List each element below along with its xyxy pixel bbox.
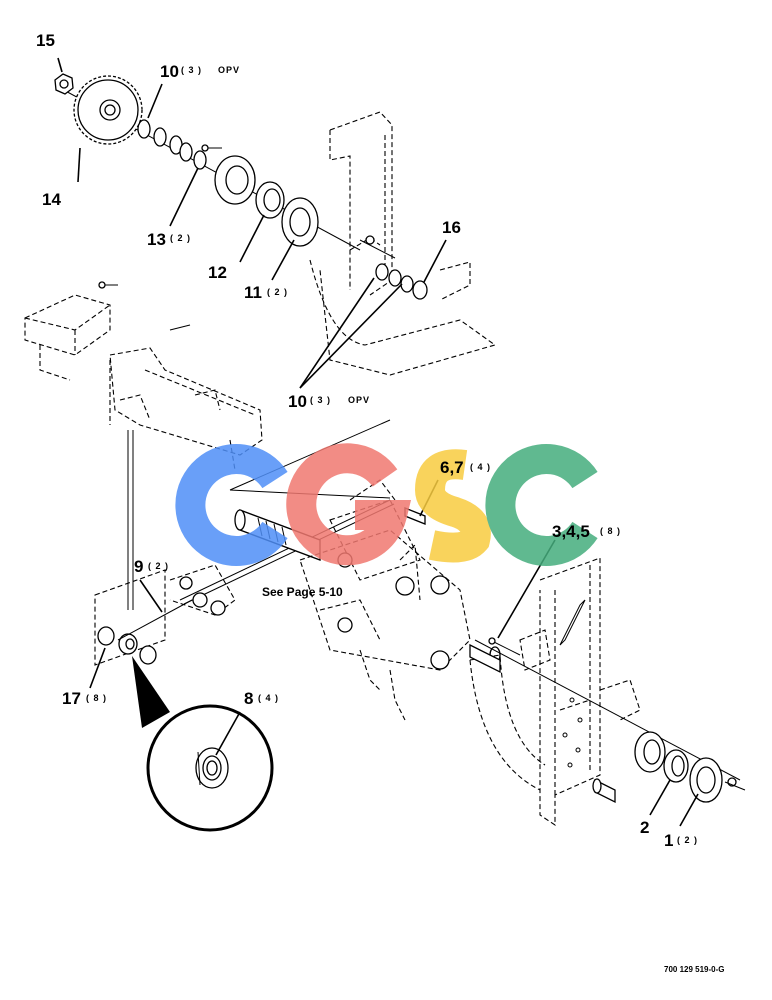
callout-10-lower: 10 ( 3 ) OPV xyxy=(288,392,370,411)
callout-2: 2 xyxy=(640,818,649,837)
flange-lower-left xyxy=(634,731,666,773)
svg-text:14: 14 xyxy=(42,190,61,209)
washers-lower-upper xyxy=(359,235,428,300)
see-page-note: See Page 5-10 xyxy=(262,585,343,599)
bearing-top xyxy=(255,181,285,219)
svg-text:17: 17 xyxy=(62,689,81,708)
detail-bearing-view xyxy=(132,656,274,832)
svg-text:( 2 ): ( 2 ) xyxy=(677,835,698,845)
svg-text:12: 12 xyxy=(208,263,227,282)
callout-13: 13 ( 2 ) xyxy=(147,230,191,249)
washers-top xyxy=(137,119,183,155)
callout-12: 12 xyxy=(208,263,227,282)
svg-text:9: 9 xyxy=(134,557,143,576)
svg-text:3,4,5: 3,4,5 xyxy=(552,522,590,541)
svg-text:( 8 ): ( 8 ) xyxy=(86,693,107,703)
nut-lower xyxy=(724,777,746,791)
callout-8: 8 ( 4 ) xyxy=(244,689,279,708)
spacers-part xyxy=(179,142,207,170)
svg-text:( 3 ): ( 3 ) xyxy=(181,65,202,75)
nut-part xyxy=(54,73,74,95)
svg-text:1: 1 xyxy=(664,831,673,850)
callout-16: 16 xyxy=(442,218,461,237)
bearing-lower xyxy=(663,749,689,783)
bolt-345 xyxy=(488,637,521,664)
svg-text:OPV: OPV xyxy=(218,65,240,75)
svg-text:11: 11 xyxy=(244,283,262,302)
callout-1: 1 ( 2 ) xyxy=(664,831,698,850)
callout-11: 11 ( 2 ) xyxy=(244,283,288,302)
small-bolt-top xyxy=(201,144,222,152)
callout-9: 9 ( 2 ) xyxy=(134,557,169,576)
svg-text:( 2 ): ( 2 ) xyxy=(170,233,191,243)
watermark-letter-3 xyxy=(414,449,491,563)
flange-lower-right xyxy=(689,757,723,803)
svg-text:6,7: 6,7 xyxy=(440,458,464,477)
upper-frame-plate xyxy=(309,111,497,376)
sprocket-part xyxy=(73,75,143,145)
svg-text:16: 16 xyxy=(442,218,461,237)
svg-text:10: 10 xyxy=(160,62,179,81)
watermark-letter-1 xyxy=(175,444,288,566)
flange-top-right xyxy=(281,197,319,247)
bracket-upper-left xyxy=(24,281,191,381)
watermark-letter-2 xyxy=(286,443,412,566)
svg-text:15: 15 xyxy=(36,31,55,50)
lower-frame-plate xyxy=(469,557,641,827)
svg-text:( 2 ): ( 2 ) xyxy=(148,561,169,571)
callout-17: 17 ( 8 ) xyxy=(62,689,107,708)
callout-14: 14 xyxy=(42,190,61,209)
svg-text:10: 10 xyxy=(288,392,307,411)
watermark-letter-4 xyxy=(485,444,598,566)
link-assembly-left xyxy=(94,564,236,666)
svg-text:( 4 ): ( 4 ) xyxy=(258,693,279,703)
svg-text:( 3 ): ( 3 ) xyxy=(310,395,331,405)
svg-text:8: 8 xyxy=(244,689,253,708)
callout-3-4-5: 3,4,5 ( 8 ) xyxy=(552,522,621,541)
leader-lines xyxy=(57,57,699,827)
svg-text:( 8 ): ( 8 ) xyxy=(600,526,621,536)
svg-text:2: 2 xyxy=(640,818,649,837)
svg-text:( 2 ): ( 2 ) xyxy=(267,287,288,297)
lower-shaft xyxy=(469,639,741,804)
callout-15: 15 xyxy=(36,31,55,50)
callout-6-7: 6,7 ( 4 ) xyxy=(440,458,491,477)
svg-text:OPV: OPV xyxy=(348,395,370,405)
watermark xyxy=(175,443,598,566)
svg-text:( 4 ): ( 4 ) xyxy=(470,462,491,472)
callout-10-top: 10 ( 3 ) OPV xyxy=(160,62,240,81)
flange-top-left xyxy=(214,155,256,205)
svg-text:13: 13 xyxy=(147,230,166,249)
drawing-number: 700 129 519-0-G xyxy=(664,965,725,974)
